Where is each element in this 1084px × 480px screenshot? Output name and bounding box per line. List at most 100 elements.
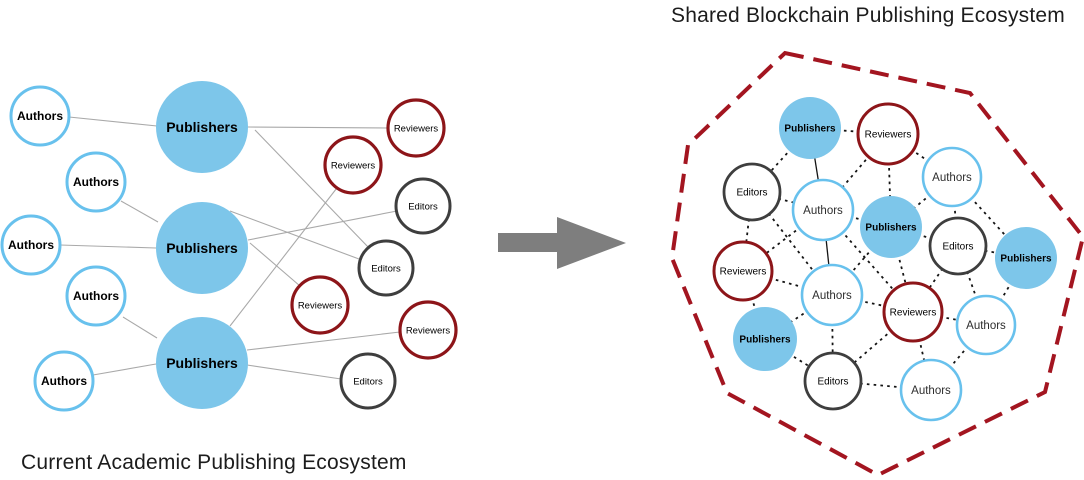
reviewers-circle [712,240,774,302]
node-publishers: Publishers [156,317,248,409]
node-authors: Authors [65,151,127,213]
editors-label: Editors [371,263,401,274]
publishers-circle [779,97,841,159]
publishers-label: Publishers [865,223,917,234]
left-edge [247,126,389,129]
right-edge [822,209,892,228]
authors-circle [65,151,127,213]
publishers-label: Publishers [739,335,791,346]
authors-label: Authors [911,385,951,397]
node-authors: Authors [800,263,864,327]
editors-label: Editors [817,377,848,388]
node-editors: Editors [339,352,397,410]
editors-circle [339,352,397,410]
node-authors: Authors [0,214,62,276]
left-edge [246,331,401,351]
right-edge [951,176,1027,259]
authors-circle [9,85,71,147]
reviewers-circle [386,98,446,158]
node-authors: Authors [65,265,127,327]
editors-circle [928,216,988,276]
node-authors: Authors [791,178,855,242]
node-reviewers: Reviewers [712,240,774,302]
left-edge [122,316,158,339]
node-reviewers: Reviewers [290,275,350,335]
editors-label: Editors [736,188,767,199]
node-publishers: Publishers [779,97,841,159]
left-edge [92,363,157,376]
left-network-nodes: AuthorsAuthorsAuthorsAuthorsAuthorsPubli… [0,81,458,412]
node-editors: Editors [928,216,988,276]
publishers-label: Publishers [1000,254,1052,265]
node-authors: Authors [955,294,1017,356]
left-edge [246,364,342,380]
reviewers-label: Reviewers [890,308,937,319]
authors-label: Authors [966,320,1006,332]
publishers-circle [156,202,248,294]
authors-label: Authors [17,109,63,123]
reviewers-label: Reviewers [865,130,912,141]
left-network-edges [59,116,401,380]
node-reviewers: Reviewers [398,300,458,360]
reviewers-circle [856,102,920,166]
left-edge [249,242,301,287]
editors-circle [803,351,863,411]
node-authors: Authors [33,350,95,412]
node-editors: Editors [722,162,782,222]
node-publishers: Publishers [156,81,248,173]
reviewers-circle [398,300,458,360]
transition-arrow-icon [498,217,626,269]
right-network-nodes: PublishersReviewersAuthorsEditorsAuthors… [712,97,1057,422]
publishers-circle [860,196,922,258]
node-reviewers: Reviewers [386,98,446,158]
publishers-circle [156,317,248,409]
publishers-label: Publishers [784,124,836,135]
left-edge [59,244,157,249]
reviewers-circle [882,281,944,343]
right-edge [951,176,959,247]
publishers-circle [733,307,797,371]
blockchain-boundary-polygon [669,50,1084,478]
editors-label: Editors [942,242,973,253]
authors-circle [921,146,983,208]
authors-circle [65,265,127,327]
publishers-circle [995,227,1057,289]
node-editors: Editors [394,177,452,235]
right-edge [957,245,1027,259]
editors-circle [394,177,452,235]
authors-circle [955,294,1017,356]
authors-circle [33,350,95,412]
node-publishers: Publishers [733,307,797,371]
node-publishers: Publishers [860,196,922,258]
reviewers-label: Reviewers [406,325,451,336]
node-reviewers: Reviewers [856,102,920,166]
editors-label: Editors [353,376,383,387]
authors-label: Authors [73,175,119,189]
reviewers-label: Reviewers [298,300,343,311]
node-authors: Authors [921,146,983,208]
reviewers-circle [290,275,350,335]
reviewers-label: Reviewers [331,160,376,171]
authors-label: Authors [41,374,87,388]
authors-label: Authors [8,238,54,252]
right-diagram-title: Shared Blockchain Publishing Ecosystem [671,4,1065,27]
left-edge [229,210,360,260]
reviewers-label: Reviewers [720,267,767,278]
node-authors: Authors [9,85,71,147]
node-publishers: Publishers [995,227,1057,289]
publishers-circle [156,81,248,173]
node-editors: Editors [803,351,863,411]
authors-circle [791,178,855,242]
node-authors: Authors [899,358,963,422]
authors-circle [0,214,62,276]
node-publishers: Publishers [156,202,248,294]
reviewers-circle [323,135,383,195]
publishers-label: Publishers [166,240,238,256]
authors-label: Authors [803,205,843,217]
right-edge [742,270,766,340]
node-reviewers: Reviewers [882,281,944,343]
left-edge [68,116,158,127]
publishers-label: Publishers [166,119,238,135]
